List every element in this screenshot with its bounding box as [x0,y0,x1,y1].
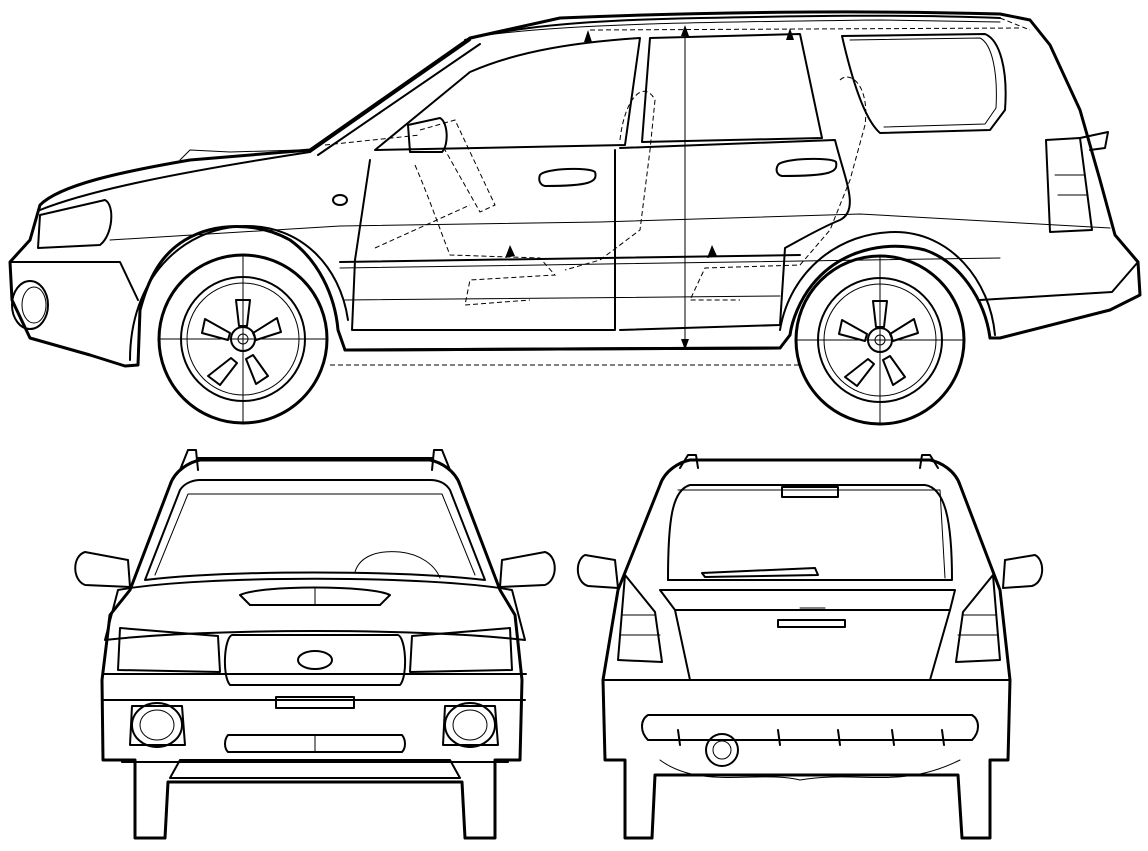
front-emblem [297,650,333,670]
front-left-headlight [117,627,221,673]
rear-left-mirror [576,554,619,589]
front-hood [104,577,526,641]
side-rear-seat [564,76,867,301]
side-front-door-handle [538,167,597,187]
rear-body-outline [601,458,1012,840]
side-rear-door-handle [775,157,838,177]
side-tail-light [1045,137,1093,233]
front-left-fog-light [129,702,186,748]
rear-exhaust [705,733,739,767]
side-front-seat [414,119,557,306]
front-license-plate [275,696,355,709]
side-fog-light [11,280,49,330]
side-roof-rail [464,14,1001,41]
rear-left-tail-light [617,574,663,663]
front-windshield [144,479,486,581]
side-windshield [309,39,481,156]
rear-bumper-diffuser [641,714,979,741]
side-quarter-window [841,33,1007,134]
side-view [8,10,1142,426]
front-grille [224,634,406,686]
front-right-fog-light [442,702,499,748]
side-rear-wheel [794,254,966,426]
side-front-wheel [157,253,329,425]
side-front-door-outline [351,149,616,331]
front-left-mirror [74,551,131,588]
side-headlight [37,199,113,249]
front-right-mirror [499,551,556,588]
rear-right-tail-light [955,574,1001,663]
rear-license-plate [777,619,846,628]
rear-wiper [701,567,819,578]
side-mirror [407,117,448,153]
rear-window [667,484,953,581]
side-front-wheel-arch [129,224,349,361]
front-right-headlight [409,627,513,673]
side-rear-door-window [641,33,823,143]
rear-tailgate [659,589,956,611]
side-rear-door-outline [619,139,851,331]
side-hood-line [39,151,311,211]
front-view [74,449,556,840]
side-body-outline [8,10,1142,368]
front-body-outline [100,458,524,840]
side-front-window [374,37,641,151]
front-hood-scoop [239,586,391,606]
rear-brake-light [781,486,839,498]
side-rear-wheel-arch [779,231,996,336]
front-lower-intake [224,734,406,753]
rear-right-mirror [1002,554,1044,589]
rear-view [576,454,1044,840]
